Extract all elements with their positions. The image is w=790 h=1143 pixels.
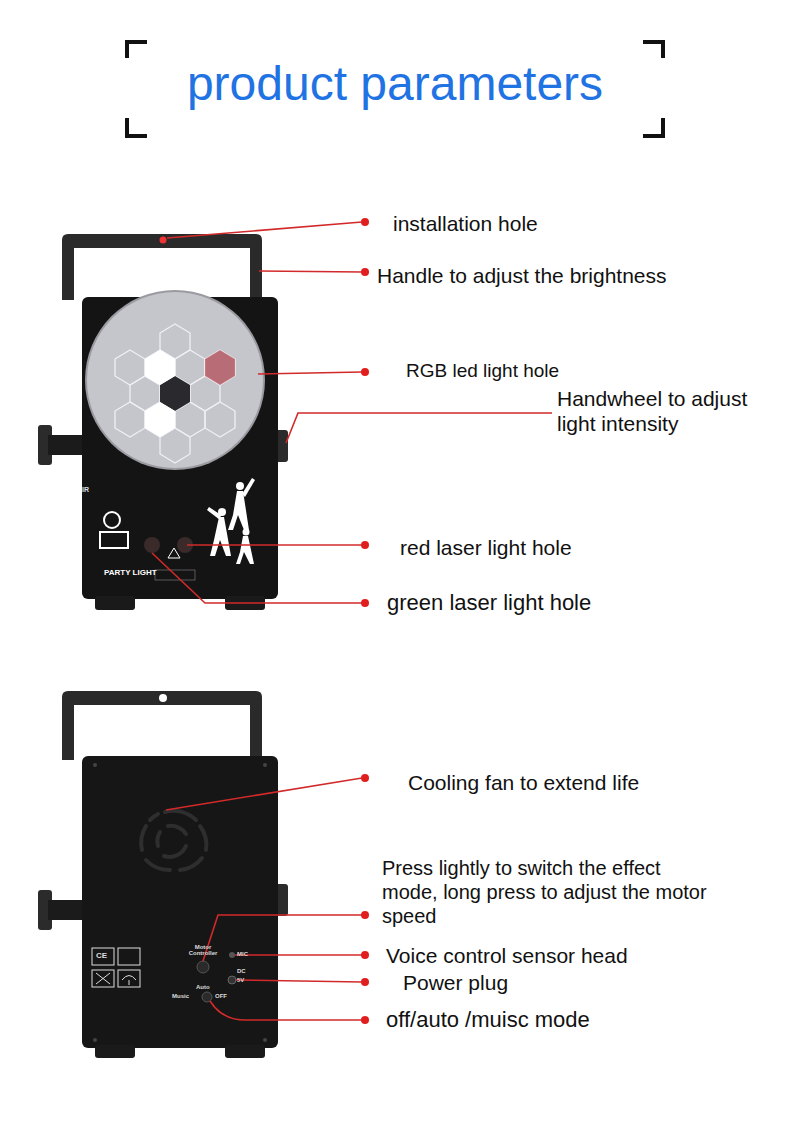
callout-label: Handle to adjust the brightness — [377, 263, 667, 288]
panel-text: Motor Controller — [186, 944, 220, 957]
callout-label: off/auto /muisc mode — [386, 1007, 590, 1033]
panel-text: OFF — [215, 993, 227, 1000]
panel-text: Music — [172, 993, 189, 1000]
callout-label: Power plug — [403, 970, 508, 995]
callout-label: installation hole — [393, 211, 538, 236]
callout-label: Handwheel to adjust light intensity — [557, 386, 782, 436]
panel-text: PARTY LIGHT — [104, 568, 157, 578]
callout-label: green laser light hole — [387, 590, 591, 616]
panel-text: Auto — [196, 984, 210, 991]
panel-text: MIC — [237, 951, 248, 958]
page-title: product parameters — [0, 58, 790, 111]
panel-text: IR — [82, 486, 89, 494]
callout-label: RGB led light hole — [406, 360, 559, 383]
callout-label: Voice control sensor head — [386, 943, 628, 968]
panel-text: 5V — [237, 977, 244, 984]
callout-label: red laser light hole — [400, 535, 572, 560]
callout-label: Press lightly to switch the effect mode,… — [382, 856, 712, 928]
panel-text: CE — [96, 951, 107, 961]
callout-label: Cooling fan to extend life — [408, 770, 639, 795]
panel-text: DC — [237, 968, 246, 975]
